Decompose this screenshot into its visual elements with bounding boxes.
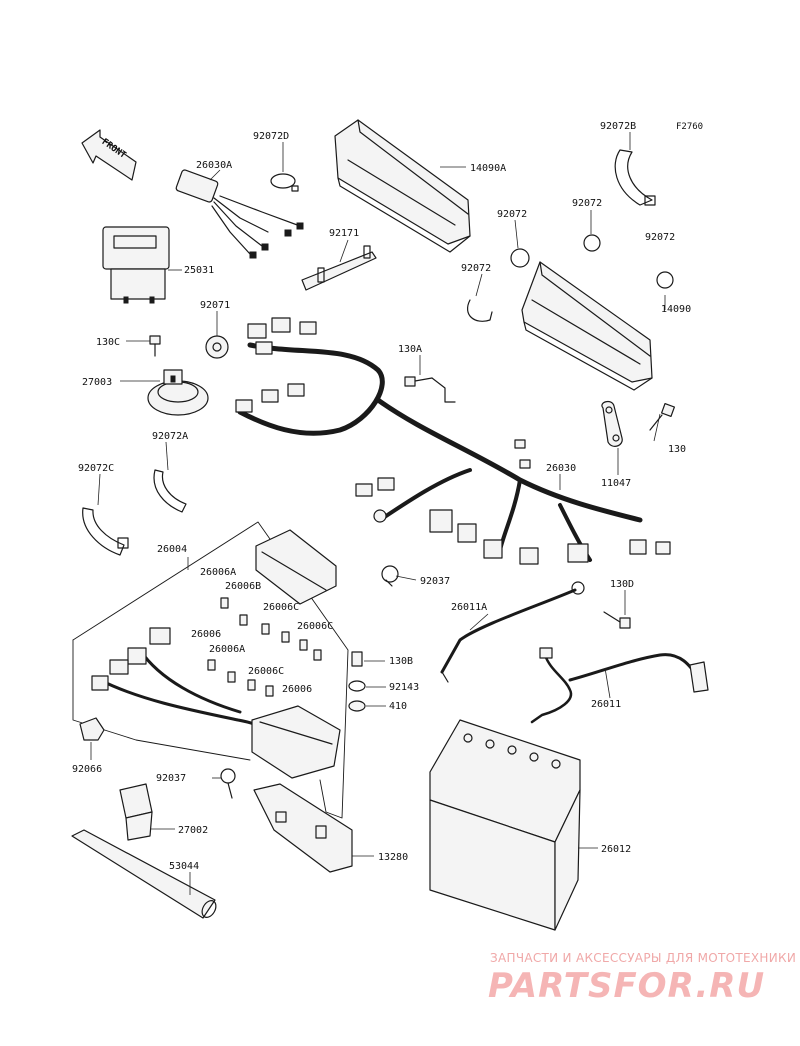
battery-lead-26011a-icon — [440, 581, 585, 683]
bracket-92171-icon — [301, 245, 377, 291]
wire-guard-upper-icon — [334, 119, 471, 253]
tie-92072a-icon — [153, 469, 187, 513]
horn-icon — [147, 369, 209, 416]
part-label-26006a-a: 26006A — [200, 567, 236, 578]
clamp-92037-upper-icon — [381, 565, 399, 587]
part-label-130a: 130A — [398, 344, 422, 355]
battery-lead-26011-icon — [530, 647, 709, 724]
part-label-13280: 13280 — [378, 852, 408, 863]
part-label-11047: 11047 — [601, 478, 631, 489]
watermark: ЗАПЧАСТИ И АКСЕССУАРЫ ДЛЯ МОТОТЕХНИКИ PA… — [488, 951, 796, 1006]
part-label-92072-b: 92072 — [572, 198, 602, 209]
front-arrow-icon: FRONT — [81, 129, 137, 181]
part-label-53044: 53044 — [169, 861, 199, 872]
grommet-92071-icon — [205, 335, 229, 359]
part-label-130c: 130C — [96, 337, 120, 348]
wire-guard-lower-icon — [521, 261, 653, 391]
part-label-92066: 92066 — [72, 764, 102, 775]
part-label-26006c-a: 26006C — [263, 602, 299, 613]
leader-lines — [90, 132, 666, 895]
clip-92072-icon — [467, 234, 674, 322]
part-label-26006-a: 26006 — [191, 629, 221, 640]
part-label-92072a: 92072A — [152, 431, 188, 442]
part-label-26011a: 26011A — [451, 602, 487, 613]
clip-92066-icon — [79, 717, 105, 741]
washer-92143-icon — [348, 680, 366, 692]
part-label-26030: 26030 — [546, 463, 576, 474]
part-label-26012: 26012 — [601, 844, 631, 855]
part-label-14090a: 14090A — [470, 163, 506, 174]
part-label-26011: 26011 — [591, 699, 621, 710]
part-label-26006a-b: 26006A — [209, 644, 245, 655]
part-label-92171: 92171 — [329, 228, 359, 239]
part-label-26030a: 26030A — [196, 160, 232, 171]
part-label-130: 130 — [668, 444, 686, 455]
tie-92072c-icon — [82, 507, 129, 556]
watermark-tagline: ЗАПЧАСТИ И АКСЕССУАРЫ ДЛЯ МОТОТЕХНИКИ — [490, 951, 796, 965]
clamp-92072d-icon — [270, 173, 299, 192]
figure-code: F2760 — [676, 122, 703, 132]
part-label-26006c-b: 26006C — [297, 621, 333, 632]
part-label-92072d: 92072D — [253, 131, 289, 142]
clamp-92037-lower-icon — [220, 768, 236, 799]
battery-icon — [429, 719, 581, 931]
bracket-11047-icon — [601, 400, 623, 447]
part-label-92071: 92071 — [200, 300, 230, 311]
part-label-92037-a: 92037 — [420, 576, 450, 587]
part-label-410: 410 — [389, 701, 407, 712]
main-harness-icon — [235, 317, 671, 565]
bracket-13280-icon — [253, 783, 353, 873]
connector-subharness-icon — [175, 169, 304, 259]
part-label-92072-c: 92072 — [645, 232, 675, 243]
fuse-box-assembly-icon — [72, 521, 349, 819]
bolt-130b-icon — [351, 651, 363, 667]
part-label-25031: 25031 — [184, 265, 214, 276]
tube-53044-icon — [71, 829, 217, 919]
part-label-92072b: 92072B — [600, 121, 636, 132]
bolt-130c-icon — [149, 335, 161, 357]
part-label-92072-a: 92072 — [497, 209, 527, 220]
part-label-27003: 27003 — [82, 377, 112, 388]
nut-410-icon — [348, 700, 366, 712]
part-label-92072-d: 92072 — [461, 263, 491, 274]
part-label-92037-b: 92037 — [156, 773, 186, 784]
part-label-130b: 130B — [389, 656, 413, 667]
part-label-14090: 14090 — [661, 304, 691, 315]
part-label-92143: 92143 — [389, 682, 419, 693]
part-label-26006b: 26006B — [225, 581, 261, 592]
relay-icon — [119, 783, 153, 841]
part-label-130d: 130D — [610, 579, 634, 590]
part-label-26006c-c: 26006C — [248, 666, 284, 677]
bolt-130d-icon — [603, 611, 631, 629]
watermark-site: PARTSFOR.RU — [488, 966, 765, 1006]
part-label-26006-b: 26006 — [282, 684, 312, 695]
clamp-92072b-icon — [614, 149, 656, 206]
part-labels: 92072D 26030A 14090A 92072B 92072 92072 … — [72, 121, 691, 872]
part-label-92072c: 92072C — [78, 463, 114, 474]
part-label-27002: 27002 — [178, 825, 208, 836]
bolt-130a-icon — [404, 376, 456, 403]
part-label-26004: 26004 — [157, 544, 187, 555]
hour-meter-icon — [102, 226, 170, 304]
bolt-130-icon — [649, 402, 676, 431]
